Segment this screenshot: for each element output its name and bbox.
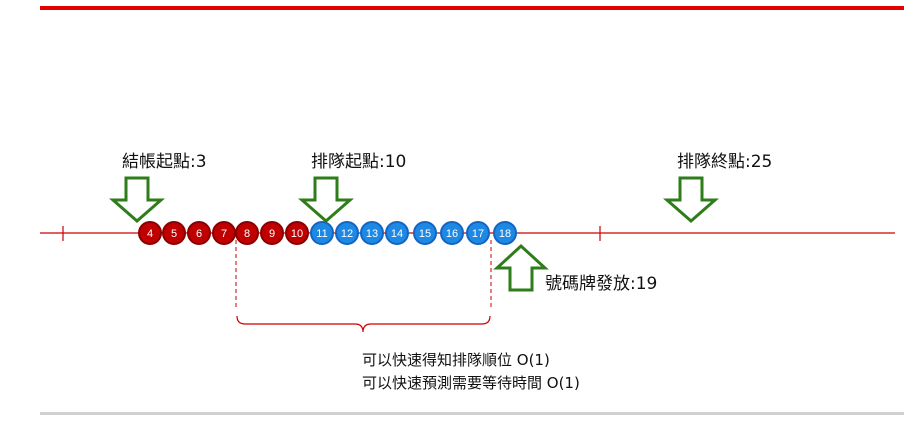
item-number: 16 [446,228,458,240]
item-circle [260,221,284,245]
item-number: 9 [269,228,275,240]
item-number: 15 [419,228,431,240]
checked-out-item: 8 [235,221,259,245]
item-circle [440,221,464,245]
item-number: 17 [472,228,484,240]
item-number: 7 [221,228,227,240]
item-number: 10 [291,228,303,240]
arrow-down-checkout-icon [109,176,165,223]
checked-out-item: 5 [162,221,186,245]
item-circle [466,221,490,245]
queued-item: 11 [310,221,334,245]
item-circle [187,221,211,245]
item-number: 11 [316,228,327,240]
range-brace [236,315,491,333]
note-line-1: 可以快速得知排隊順位 O(1) [362,351,550,369]
item-circle [385,221,409,245]
item-number: 4 [147,228,153,240]
item-circle [235,221,259,245]
item-number: 14 [391,228,403,240]
arrow-down-queue-start-icon [298,176,354,223]
item-number: 8 [244,228,250,240]
note-line-2: 可以快速預測需要等待時間 O(1) [362,374,580,392]
item-circle [285,221,309,245]
item-number: 6 [196,228,202,240]
item-number: 18 [499,228,511,240]
item-circle [493,221,517,245]
ticket-issue-label: 號碼牌發放:19 [545,274,657,294]
queued-item: 15 [413,221,437,245]
arrow-down-queue-end-icon [663,176,719,223]
checked-out-item: 6 [187,221,211,245]
item-circle [138,221,162,245]
queued-item: 18 [493,221,517,245]
queued-item: 13 [360,221,384,245]
item-number: 12 [341,228,353,240]
item-circle [162,221,186,245]
item-circle [310,221,334,245]
bottom-bar [40,412,904,415]
queue-start-label: 排隊起點:10 [311,152,406,172]
queued-item: 16 [440,221,464,245]
arrow-up-ticket-icon [493,243,549,292]
queued-item: 17 [466,221,490,245]
item-circle [360,221,384,245]
item-circle [335,221,359,245]
item-number: 5 [171,228,177,240]
item-circle [413,221,437,245]
checked-out-item: 10 [285,221,309,245]
checkout-start-label: 結帳起點:3 [122,152,207,172]
item-number: 13 [366,228,378,240]
queued-item: 14 [385,221,409,245]
checked-out-item: 7 [212,221,236,245]
queued-item: 12 [335,221,359,245]
checked-out-item: 9 [260,221,284,245]
queue-items: 4 5 6 7 8 9 10 11 12 13 14 15 16 17 18 [138,221,517,245]
top-bar [40,6,904,10]
checked-out-item: 4 [138,221,162,245]
queue-end-label: 排隊終點:25 [677,152,772,172]
